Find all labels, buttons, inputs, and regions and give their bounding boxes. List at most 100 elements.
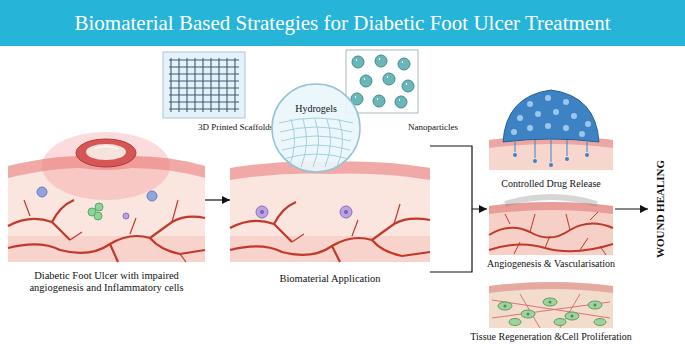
outcome-panel: Tissue Regeneration &Cell Proliferation [487, 273, 615, 343]
ulcer-skin-illustration-part [86, 144, 126, 160]
drug-release-illustration-part-part [527, 125, 533, 131]
ulcer-skin-illustration-part [42, 132, 170, 200]
angiogenesis-illustration-part [489, 223, 613, 251]
tissue-regeneration-illustration-part-part [521, 310, 535, 318]
drug-release-illustration-part-part [545, 95, 551, 101]
treated-skin-illustration-part [260, 210, 264, 214]
title-banner [0, 0, 685, 46]
ulcer-skin-illustration-part [8, 236, 205, 262]
nanoparticle-icon-part [355, 59, 407, 100]
hydrogel-circle: Hydrogels [271, 83, 361, 173]
nanoparticle-icon-part [398, 58, 410, 70]
drug-release-illustration-part-part [517, 115, 523, 121]
drug-release-illustration-part [515, 139, 587, 162]
drug-release-illustration-part-part [553, 109, 559, 115]
treated-skin-illustration-part [256, 206, 268, 218]
treated-skin-illustration-part [230, 162, 430, 262]
drug-release-illustration-part-part [527, 101, 533, 107]
drug-release-illustration-part-part [533, 159, 537, 163]
hydrogel-circle-shape [272, 84, 360, 172]
treated-skin-illustration [230, 162, 430, 262]
treated-skin-illustration-part [292, 204, 400, 242]
tissue-regeneration-illustration-part [504, 301, 597, 318]
drug-release-illustration-part [511, 95, 591, 137]
caption-text: Hydrogels [293, 103, 339, 115]
nanoparticle-box: Nanoparticles [346, 50, 418, 113]
nanoparticle-icon-part [346, 50, 418, 113]
drug-release-illustration-part-part [565, 157, 569, 161]
drug-release-illustration-part-part [535, 111, 541, 117]
tissue-regeneration-illustration-part-part [509, 319, 521, 326]
hydrogel-outline [271, 83, 361, 173]
ulcer-skin-illustration-part [37, 187, 47, 197]
hydrogel-mesh [279, 118, 353, 167]
tissue-regeneration-illustration-part-part [571, 315, 574, 318]
tissue-regeneration-illustration-part [489, 282, 613, 293]
drug-release-illustration-part-part [545, 123, 551, 129]
drug-release-illustration-part-part [563, 125, 569, 131]
ulcer-panel: Diabetic Foot Ulcer with impaired angiog… [8, 138, 205, 294]
flow-arrow [615, 208, 648, 209]
ulcer-skin-illustration-part [147, 191, 157, 201]
ulcer-skin-illustration-part [76, 139, 136, 167]
tissue-regeneration-illustration-part [498, 298, 606, 326]
tissue-regeneration-illustration-part-part [549, 301, 552, 304]
flow-arrow [205, 199, 230, 200]
treated-skin-illustration-part [230, 202, 430, 262]
nanoparticle-icon-part [395, 96, 407, 108]
angiogenesis-illustration-part [489, 202, 613, 255]
tissue-regeneration-illustration-part-part [594, 304, 597, 307]
result-text: WOUND HEALING [654, 160, 666, 258]
drug-release-illustration-part-part [513, 153, 517, 157]
ulcer-skin-illustration-part [123, 213, 129, 219]
drug-release-illustration-part [503, 90, 599, 142]
ulcer-skin-illustration-part [24, 200, 186, 262]
drug-release-illustration [489, 90, 613, 170]
tissue-regeneration-illustration-part-part [498, 302, 512, 310]
nanoparticle-icon-part [402, 80, 414, 92]
treated-skin-illustration-part [340, 206, 352, 218]
ulcer-skin-illustration [8, 132, 205, 262]
scaffold-icon-part [169, 58, 239, 112]
scaffold-icon-part [163, 52, 245, 118]
drug-release-illustration-part-part [585, 153, 589, 157]
caption-text: Controlled Drug Release [501, 178, 600, 190]
drug-release-illustration-part-part [511, 129, 517, 135]
tissue-regeneration-illustration-part [489, 282, 613, 328]
treated-skin-illustration-part [230, 236, 430, 262]
angiogenesis-illustration [489, 197, 613, 255]
caption-text: Diabetic Foot Ulcer with impaired angiog… [21, 270, 193, 294]
ulcer-skin-illustration-part [8, 200, 205, 262]
nanoparticle-icon-part [360, 75, 372, 87]
flow-arrow [430, 146, 487, 209]
caption-text: 3D Printed Scaffolds [198, 121, 273, 133]
nanoparticle-icon [346, 50, 418, 113]
drug-release-illustration-part-part [579, 131, 585, 137]
caption-text: Biomaterial Application [279, 273, 380, 285]
tissue-regeneration-illustration-part-part [554, 319, 566, 326]
drug-release-illustration-part [513, 153, 589, 167]
nanoparticle-icon-part [352, 56, 364, 68]
result-label: WOUND HEALING [648, 149, 672, 269]
drug-release-illustration-part-part [585, 121, 591, 127]
nanoparticle-icon-part [383, 73, 395, 85]
scaffold-box: 3D Printed Scaffolds [163, 52, 245, 118]
outcome-panel: Angiogenesis & Vascularisation [487, 192, 615, 270]
ulcer-skin-illustration-part [94, 147, 118, 150]
tissue-regeneration-illustration-part-part [594, 319, 606, 326]
bracket-line-part [430, 209, 472, 272]
title-text: Biomaterial Based Strategies for Diabeti… [0, 0, 685, 46]
title-banner-part [0, 0, 685, 46]
angiogenesis-illustration-part [505, 212, 606, 255]
tissue-regeneration-illustration-part-part [565, 312, 579, 320]
tissue-regeneration-illustration-part [492, 294, 610, 328]
tissue-regeneration-illustration-part-part [504, 305, 507, 308]
angiogenesis-illustration-part [505, 197, 597, 204]
drug-release-illustration-part-part [549, 163, 553, 167]
tissue-regeneration-illustration-part-part [543, 298, 557, 306]
drug-release-illustration-part-part [571, 113, 577, 119]
tissue-regeneration-illustration-part-part [588, 301, 602, 309]
